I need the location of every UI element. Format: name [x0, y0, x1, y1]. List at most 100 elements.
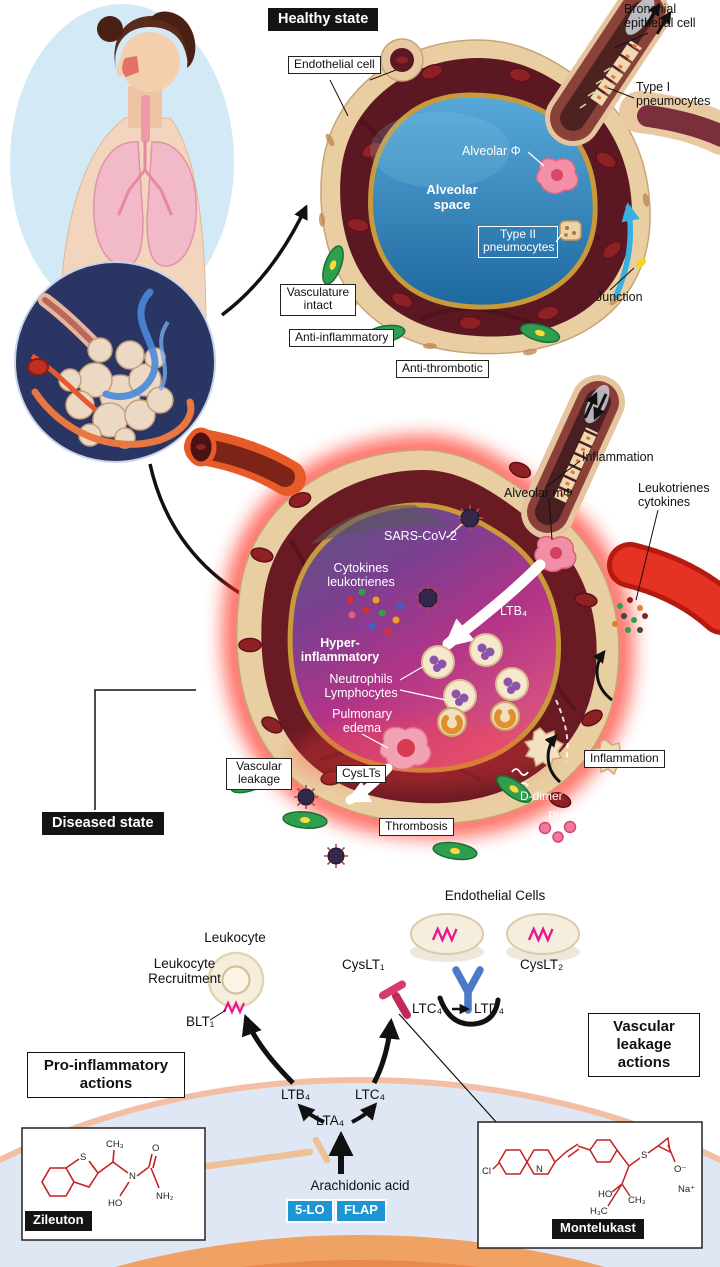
- montelukast-atom-ch3: CH₃: [628, 1195, 646, 1206]
- red-blood-cells: [346, 64, 623, 331]
- montelukast-badge: Montelukast: [552, 1219, 644, 1239]
- diseased-state-badge: Diseased state: [42, 812, 164, 836]
- label-cyslt1: CysLT₁: [342, 957, 385, 972]
- label-junction: Junction: [596, 290, 643, 304]
- edema-macrophage: [379, 726, 432, 771]
- zileuton-atom-nh2: NH₂: [156, 1191, 174, 1202]
- label-d-dimer: D-dimer: [520, 789, 563, 803]
- flap-enzyme-box: FLAP: [335, 1199, 387, 1223]
- alveolar-space-healthy: [368, 92, 598, 310]
- label-vascular-leakage: Vascular leakage: [226, 758, 292, 790]
- label-thrombosis: Thrombosis: [379, 818, 454, 837]
- pathway-arrows: [241, 1003, 471, 1174]
- zileuton-atom-n: N: [129, 1171, 136, 1182]
- label-alveolar-macrophage-healthy: Alveolar Φ: [462, 144, 521, 158]
- diseased-state-leader: [94, 689, 196, 810]
- label-vasculature-intact: Vasculature intact: [280, 284, 356, 316]
- red-blood-cells-diseased: [238, 461, 603, 808]
- blt1-receptor-zigzag: [222, 1000, 246, 1015]
- label-endothelial-cells: Endothelial Cells: [444, 888, 546, 903]
- orange-vessel: [184, 427, 306, 496]
- cyslt2-receptor-zigzag: [527, 925, 554, 944]
- label-anti-inflammatory: Anti-inflammatory: [289, 329, 395, 348]
- diseased-white-leaders: [361, 523, 463, 749]
- leukocyte-cell: [207, 951, 265, 1015]
- cyslt1-receptor-zigzag: [431, 925, 458, 944]
- diseased-leader-lines: [545, 460, 659, 601]
- label-alveolar-macrophage-diseased: Alveolar mΦ: [504, 486, 574, 500]
- label-type-i-pneumocytes: Type I pneumocytes: [636, 80, 711, 108]
- label-bronchial-epithelial-cell: Bronchial epithelial cell: [624, 2, 696, 30]
- label-ltc4-pathway: LTC₄: [355, 1087, 386, 1102]
- endothelial-cell-ovals: [410, 913, 580, 962]
- healthy-leader-lines: [329, 32, 649, 291]
- label-neutrophils-lymphocytes: Neutrophils Lymphocytes: [324, 672, 398, 700]
- montelukast-atom-s: S: [641, 1150, 647, 1161]
- five-lo-enzyme-box: 5-LO: [286, 1199, 334, 1223]
- label-type-ii-pneumocytes: Type II pneumocytes: [478, 226, 558, 258]
- alveolar-macrophage-cell: [536, 158, 579, 195]
- zileuton-atom-s: S: [80, 1152, 86, 1163]
- blood-flow-arrow: [612, 202, 640, 300]
- montelukast-atom-ho: HO: [598, 1189, 612, 1200]
- zileuton-badge: Zileuton: [25, 1211, 92, 1231]
- label-leukotrienes-cytokines: Leukotrienes cytokines: [638, 481, 710, 509]
- inhibitor-t-bar: [204, 1136, 331, 1170]
- label-inflammation-top: Inflammation: [582, 450, 654, 464]
- label-platelets: Platelets: [548, 809, 595, 823]
- zileuton-atom-ho: HO: [108, 1198, 122, 1209]
- bronchiole-diseased: [521, 375, 625, 539]
- leukotriene-dots: [612, 597, 648, 633]
- airflow-arrows-diseased: [583, 391, 608, 421]
- label-alveolar-space: Alveolar space: [426, 182, 478, 212]
- type-ii-pneumocyte-cell: [559, 220, 582, 241]
- label-cyslts: CysLTs: [336, 765, 387, 784]
- virus-particles: [294, 505, 483, 868]
- diseased-alveolus-illustration: [184, 375, 720, 868]
- montelukast-atom-cl: Cl: [482, 1166, 491, 1177]
- label-ltb4-diseased: LTB₄: [500, 604, 528, 618]
- ltb4-release-arrow: [442, 559, 546, 650]
- label-endothelial-cell: Endothelial cell: [288, 56, 381, 75]
- vessel-cross-section: [380, 38, 424, 82]
- cyslt1-receptor: [378, 980, 411, 1020]
- magnified-alveoli-inset: [14, 261, 216, 463]
- pathway-diagram: S CH₃ N O HO NH₂ Cl N S HO CH₃ H₃C O⁻ Na…: [0, 913, 720, 1267]
- lymphocyte-cells: [437, 701, 520, 737]
- label-ltd4: LTD₄: [474, 1001, 505, 1016]
- label-ltc4-membrane: LTC₄: [412, 1001, 443, 1016]
- neutrophil-cells: [421, 633, 529, 713]
- tight-junction-dot: [636, 258, 646, 268]
- recruitment-arrows: [544, 649, 613, 784]
- platelet-dots: [538, 820, 577, 843]
- label-pulmonary-edema: Pulmonary edema: [332, 707, 392, 735]
- vascular-leakage-actions-box: Vascular leakage actions: [588, 1013, 700, 1077]
- montelukast-atom-n: N: [536, 1164, 543, 1175]
- arrow-to-healthy: [220, 204, 308, 317]
- label-hyper-inflammatory: Hyper- inflammatory: [300, 636, 380, 664]
- label-blt1: BLT₁: [186, 1014, 215, 1029]
- label-cytokines-leukotrienes: Cytokines leukotrienes: [327, 561, 395, 589]
- bronchiole-healthy: [545, 0, 670, 146]
- label-sars-cov-2: SARS-CoV-2: [384, 529, 457, 543]
- zileuton-atom-ch3: CH₃: [106, 1139, 124, 1150]
- label-anti-thrombotic: Anti-thrombotic: [396, 360, 489, 379]
- label-arachidonic-acid: Arachidonic acid: [310, 1178, 410, 1193]
- healthy-alveolus-illustration: [318, 0, 720, 356]
- label-leukocyte-recruitment: Leukocyte Recruitment: [148, 956, 221, 987]
- cytokine-cluster: [346, 588, 404, 636]
- zileuton-atom-o: O: [152, 1143, 159, 1154]
- montelukast-atom-h3c: H₃C: [590, 1206, 608, 1217]
- montelukast-atom-na: Na⁺: [678, 1184, 695, 1195]
- label-lta4: LTA₄: [316, 1113, 345, 1128]
- pro-inflammatory-actions-box: Pro-inflammatory actions: [27, 1052, 185, 1098]
- airflow-arrows-healthy: [644, 2, 672, 35]
- label-leukocyte: Leukocyte: [204, 930, 266, 945]
- montelukast-leader: [398, 1013, 498, 1124]
- montelukast-atom-o-minus: O⁻: [674, 1164, 686, 1175]
- label-ltb4-pathway: LTB₄: [281, 1087, 311, 1102]
- inflamed-vessel-right: [607, 542, 720, 635]
- label-inflammation-right: Inflammation: [584, 750, 665, 769]
